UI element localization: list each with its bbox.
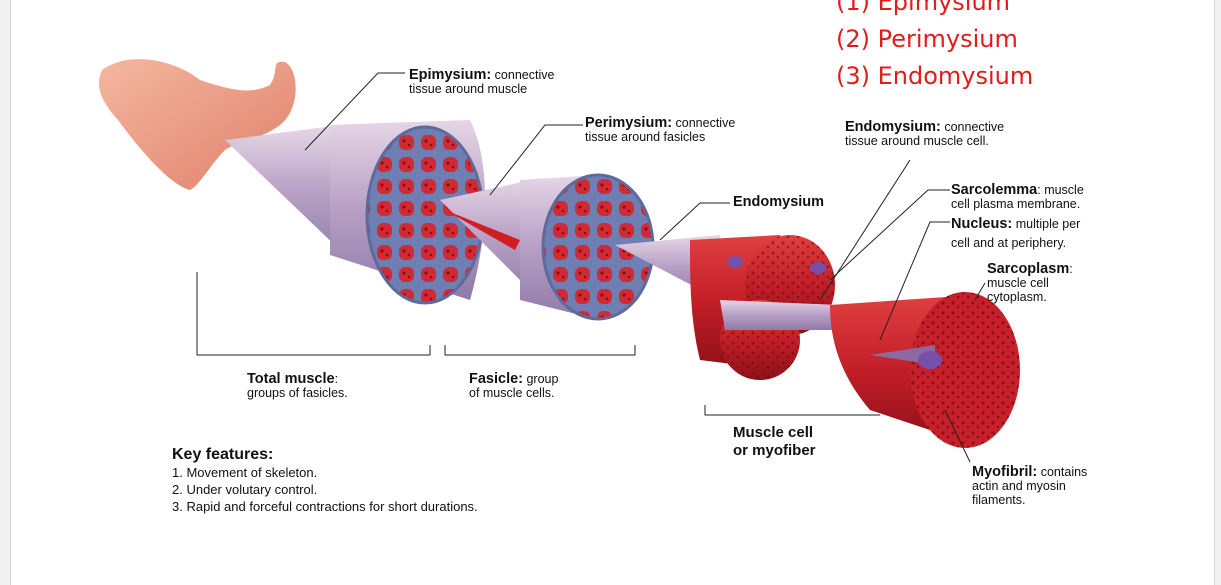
label-desc: connective — [494, 68, 555, 82]
label-fasicle: Fasicle: group of muscle cells. — [469, 372, 558, 400]
label-desc: muscle cell — [987, 276, 1049, 290]
label-desc: cell and at periphery. — [951, 236, 1067, 250]
label-title: Total muscle — [247, 371, 335, 387]
label-desc: tissue around muscle — [409, 82, 528, 96]
key-feature-item: 1. Movement of skeleton. — [172, 465, 318, 480]
label-desc: filaments. — [972, 493, 1026, 507]
label-title: Muscle cell — [733, 424, 814, 441]
label-title: Endomysium: — [845, 119, 941, 135]
label-total-muscle: Total muscle: groups of fasicles. — [247, 372, 348, 400]
label-desc: cytoplasm. — [987, 290, 1047, 304]
key-feature-item: 2. Under volutary control. — [172, 482, 318, 497]
label-title: Sarcolemma — [951, 182, 1038, 198]
label-desc: groups of fasicles. — [247, 386, 348, 400]
window-edge-right — [1214, 0, 1221, 585]
label-myofibril: Myofibril: contains actin and myosin fil… — [972, 465, 1087, 507]
label-desc: : — [1069, 262, 1073, 276]
label-perimysium: Perimysium: connective tissue around fas… — [585, 116, 735, 144]
label-title: Perimysium: — [585, 115, 673, 131]
structure-list-item: (3) Endomysium — [836, 62, 1034, 90]
label-desc: connective — [944, 120, 1005, 134]
label-title: or myofiber — [733, 442, 816, 459]
label-muscle-cell: Muscle cell or myofiber — [733, 424, 816, 460]
structure-list-item: (2) Perimysium — [836, 25, 1018, 53]
label-desc: group — [526, 372, 559, 386]
label-endomysium-definition: Endomysium: connective tissue around mus… — [845, 120, 1004, 148]
label-title: Epimysium: — [409, 67, 492, 83]
label-desc: actin and myosin — [972, 479, 1066, 493]
label-desc: cell plasma membrane. — [951, 197, 1081, 211]
label-desc: tissue around fasicles — [585, 130, 706, 144]
structure-list-item: (1) Epimysium — [836, 0, 1011, 16]
label-desc: : muscle — [1037, 183, 1084, 197]
key-feature-item: 3. Rapid and forceful contractions for s… — [172, 499, 478, 514]
label-title: Myofibril: — [972, 464, 1038, 480]
label-title: Fasicle: — [469, 371, 523, 387]
label-endomysium: Endomysium — [733, 194, 825, 210]
label-desc: tissue around muscle cell. — [845, 134, 989, 148]
label-desc: contains — [1040, 465, 1088, 479]
label-desc: multiple per — [1015, 217, 1081, 231]
label-title: Endomysium — [733, 194, 825, 210]
key-features-heading: Key features: — [172, 446, 274, 463]
label-title: Nucleus: — [951, 216, 1013, 232]
label-title: Sarcoplasm — [987, 261, 1070, 277]
label-desc: of muscle cells. — [469, 386, 555, 400]
label-desc: : — [334, 372, 339, 386]
label-nucleus: Nucleus: multiple per cell and at periph… — [951, 215, 1080, 253]
key-features: Key features: 1. Movement of skeleton. 2… — [172, 445, 478, 515]
window-edge-left — [0, 0, 11, 585]
label-sarcoplasm: Sarcoplasm: muscle cell cytoplasm. — [987, 262, 1073, 304]
label-sarcolemma: Sarcolemma: muscle cell plasma membrane. — [951, 183, 1084, 211]
label-epimysium: Epimysium: connective tissue around musc… — [409, 68, 554, 96]
label-desc: connective — [675, 116, 736, 130]
structure-list: (1) Epimysium (2) Perimysium (3) Endomys… — [836, 0, 1033, 95]
